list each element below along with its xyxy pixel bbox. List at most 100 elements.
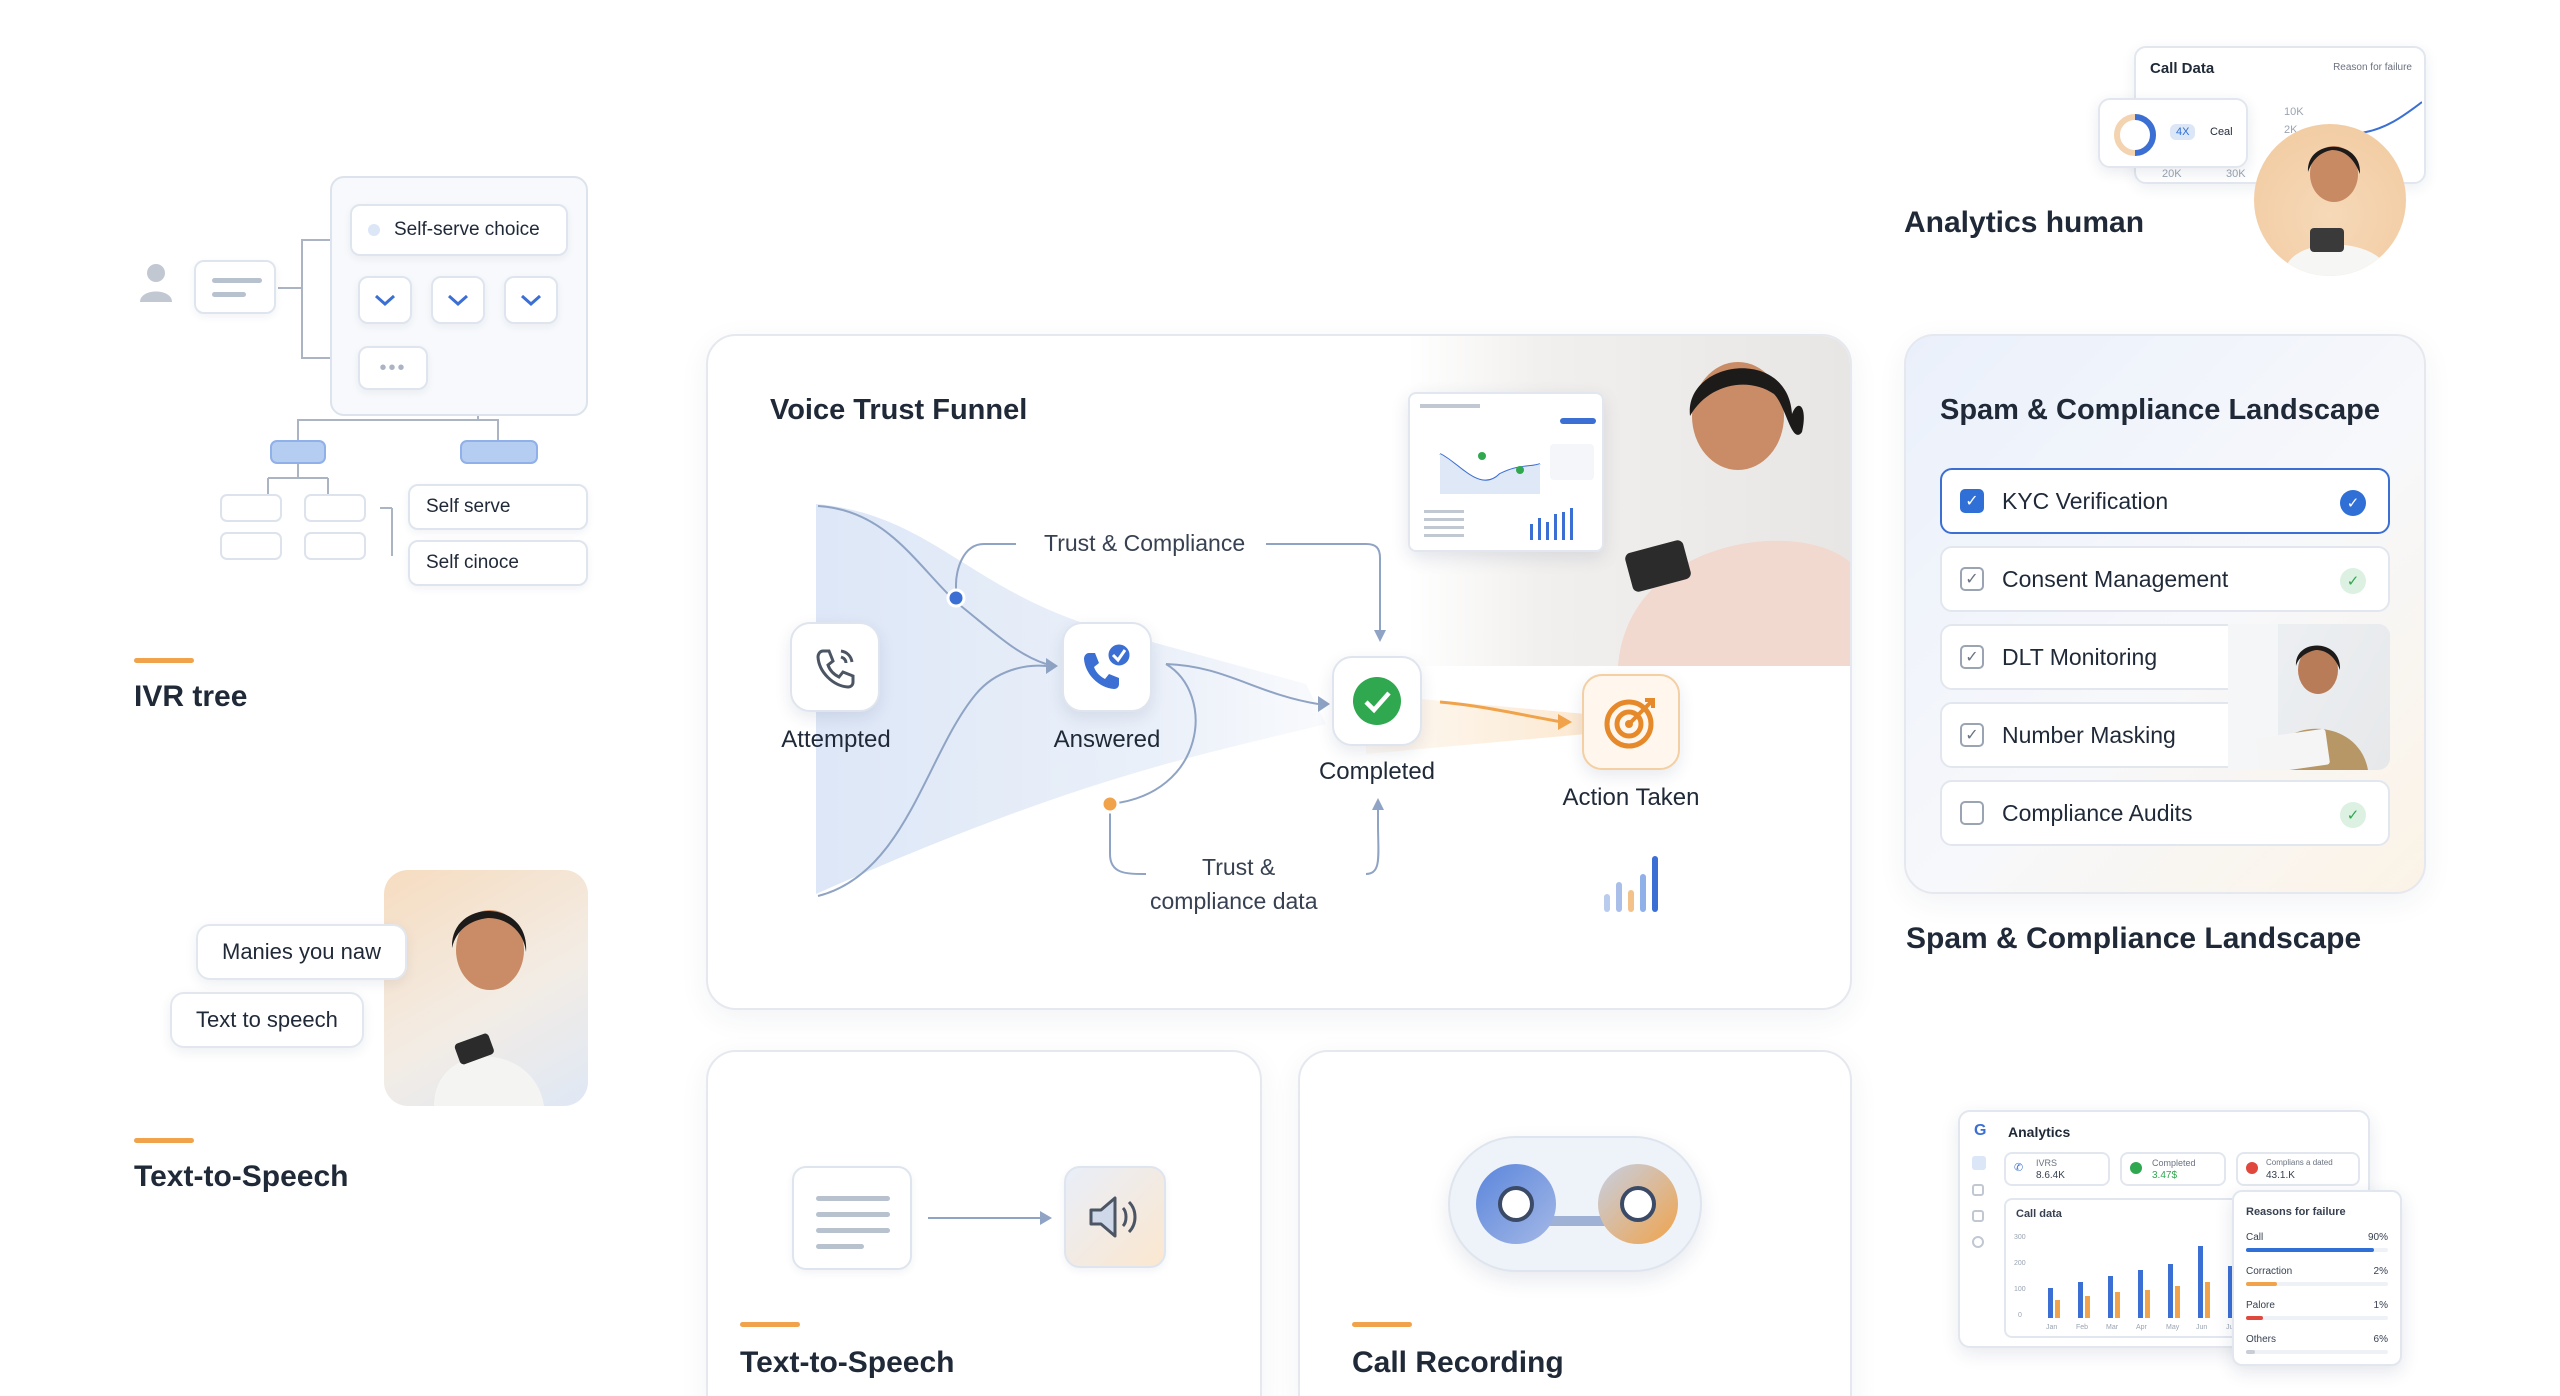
call-data-chart: Call data 300 200 100 0 Jan Feb Mar Apr … (2004, 1198, 2264, 1338)
failure-bar (2246, 1282, 2278, 1286)
ivr-leaf (304, 494, 366, 522)
stage-action-label: Action Taken (1562, 784, 1700, 811)
phone-answered-icon (1084, 641, 1133, 689)
x-tick: Mar (2106, 1324, 2119, 1331)
checkbox-checked[interactable]: ✓ (1960, 567, 1984, 591)
funnel-title: Voice Trust Funnel (770, 394, 1028, 426)
stat-complaints: Complians a dated 43.1.K (2236, 1152, 2360, 1186)
failure-bar (2246, 1248, 2374, 1252)
radio-dot-icon (368, 224, 380, 236)
call-data-chart-title: Call data (2016, 1208, 2062, 1220)
call-data-title: Call Data (2150, 60, 2215, 77)
failure-title: Reasons for failure (2246, 1206, 2346, 1218)
checkbox-unchecked[interactable] (1960, 801, 1984, 825)
bar-chart-graphic (2048, 1246, 2240, 1318)
analytics-human-title: Analytics human (1904, 206, 2145, 239)
failure-label: Call (2246, 1232, 2264, 1243)
hero-photo (1408, 336, 1850, 666)
failure-value: 6% (2373, 1334, 2388, 1345)
failure-track (2246, 1282, 2388, 1286)
ivr-tree-title: IVR tree (134, 680, 248, 713)
mini-bar-chart (1604, 856, 1658, 912)
ivr-leaf (220, 494, 282, 522)
analytics-sidebar (1972, 1156, 1988, 1276)
tts-person-photo (384, 870, 588, 1106)
ivr-sub-node-left (270, 440, 326, 464)
ivr-branch-1[interactable] (358, 276, 412, 324)
stat-ivrs: ✆ IVRS 8.6.4K (2004, 1152, 2110, 1186)
tts-bubble-2: Text to speech (170, 992, 364, 1048)
checkbox-checked[interactable]: ✓ (1960, 645, 1984, 669)
x-tick: Jun (2196, 1324, 2208, 1331)
failure-bar (2246, 1316, 2264, 1320)
cassette-icon (1476, 1164, 1678, 1244)
tts-card-title: Text-to-Speech (740, 1346, 955, 1379)
failure-track (2246, 1350, 2388, 1354)
failure-value: 90% (2367, 1232, 2388, 1243)
person-illustration (2228, 624, 2368, 770)
person-illustration (2284, 146, 2390, 276)
x-tick: Apr (2136, 1324, 2147, 1331)
alert-icon (2246, 1162, 2258, 1174)
y-tick: 0 (2018, 1312, 2022, 1319)
mini-dashboard-graphic (1420, 404, 1596, 540)
chip-value: 4X (2170, 124, 2196, 140)
stage-completed-node[interactable] (1332, 656, 1422, 746)
user-icon (140, 264, 172, 302)
stat-completed: Completed 3.47$ (2120, 1152, 2226, 1186)
trust-data-label-2: compliance data (1138, 888, 1330, 915)
x-tick: Feb (2076, 1324, 2089, 1331)
stage-action-node[interactable] (1582, 674, 1680, 770)
spam-caption: Spam & Compliance Landscape (1906, 922, 2362, 955)
voice-trust-funnel-card (706, 334, 1852, 1010)
ivr-branch-2[interactable] (431, 276, 485, 324)
stage-answered-label: Answered (1053, 726, 1161, 753)
mini-dashboard (1408, 392, 1604, 552)
stage-answered-node[interactable] (1062, 622, 1152, 712)
ivr-choice-option[interactable]: Self-serve choice (350, 204, 568, 256)
section-accent (134, 658, 194, 663)
target-icon (1604, 698, 1655, 749)
speaker-block (1064, 1166, 1166, 1268)
ivr-sub-node-right (460, 440, 538, 464)
status-check-icon: ✓ (2340, 802, 2366, 828)
donut-chip: 4X Ceal (2098, 98, 2248, 168)
ivr-more-button[interactable]: ••• (358, 346, 428, 390)
failure-label: Corraction (2246, 1266, 2293, 1277)
person-illustration (1618, 362, 1850, 666)
call-recording-title: Call Recording (1352, 1346, 1564, 1379)
checkbox-checked[interactable]: ✓ (1960, 723, 1984, 747)
x-tick: May (2166, 1324, 2180, 1331)
ivr-branch-3[interactable] (504, 276, 558, 324)
checkbox-checked[interactable]: ✓ (1960, 489, 1984, 513)
check-circle-icon (2130, 1162, 2142, 1174)
compliance-item-consent[interactable]: ✓ Consent Management ✓ (1940, 546, 2390, 612)
analytics-title: Analytics (2008, 1124, 2071, 1140)
trust-compliance-label: Trust & Compliance (1032, 530, 1258, 557)
phone-icon (816, 649, 855, 689)
chevron-down-icon (521, 294, 541, 307)
spam-card-title: Spam & Compliance Landscape (1940, 394, 2380, 426)
ivr-root-node (194, 260, 276, 314)
analyst-avatar (2254, 124, 2406, 276)
x-tick: Jul (2226, 1324, 2235, 1331)
y-tick: 300 (2014, 1234, 2026, 1241)
ivr-self-serve-option[interactable]: Self serve (408, 484, 588, 530)
ivr-leaf (220, 532, 282, 560)
more-dots-icon: ••• (379, 356, 407, 379)
stage-attempted-node[interactable] (790, 622, 880, 712)
chip-label: Ceal (2210, 126, 2233, 138)
phone-icon: ✆ (2014, 1162, 2024, 1174)
reason-label: Reason for failure (2333, 62, 2412, 73)
stage-completed-label: Completed (1318, 758, 1436, 785)
section-accent (1352, 1322, 1412, 1327)
ivr-self-choice-option[interactable]: Self cinoce (408, 540, 588, 586)
tape-reel-graphic (1448, 1136, 1702, 1272)
g-logo-icon: G (1974, 1122, 1987, 1139)
failure-track (2246, 1316, 2388, 1320)
y-tick: 100 (2014, 1286, 2026, 1293)
chevron-down-icon (375, 294, 395, 307)
compliance-item-audits[interactable]: Compliance Audits ✓ (1940, 780, 2390, 846)
compliance-item-kyc[interactable]: ✓ KYC Verification ✓ (1940, 468, 2390, 534)
